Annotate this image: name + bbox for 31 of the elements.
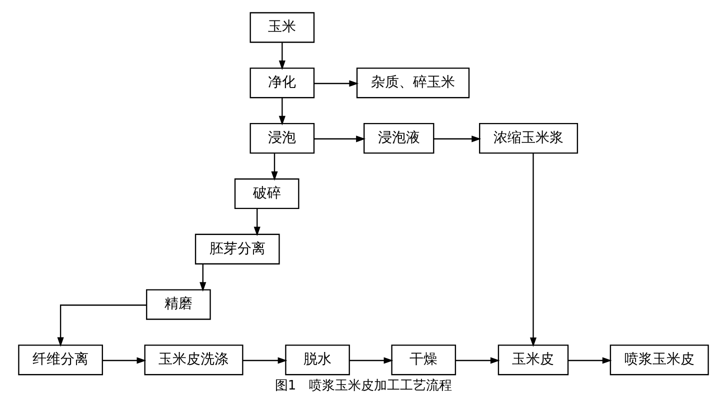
arrow — [314, 136, 366, 142]
arrow — [433, 136, 481, 142]
node-box: 脱水 — [284, 344, 350, 376]
node-box: 胚芽分离 — [194, 234, 280, 264]
arrow — [455, 357, 500, 364]
caption: 图1 喷浆玉米皮加工工艺流程 — [274, 378, 452, 394]
node-box: 玉米 — [249, 12, 314, 43]
arrow — [253, 208, 260, 236]
arrow — [270, 153, 278, 181]
arrow — [278, 98, 285, 126]
arrow — [529, 153, 536, 347]
node-box: 浸泡液 — [363, 122, 434, 154]
node-box: 玉米皮洗涤 — [144, 344, 243, 376]
node-box: 干燥 — [390, 344, 456, 376]
arrow — [278, 42, 285, 70]
arrow — [56, 304, 146, 347]
arrow — [568, 357, 612, 364]
node-box: 杂质、碎玉米 — [356, 68, 470, 98]
node-box: 纤维分离 — [18, 344, 102, 376]
node-box: 浓缩玉米浆 — [478, 122, 578, 154]
arrow — [102, 357, 146, 364]
arrow — [314, 80, 358, 87]
node-box: 精磨 — [146, 289, 210, 320]
node-box: 破碎 — [234, 178, 299, 210]
node-box: 喷浆玉米皮 — [609, 344, 708, 376]
arrow — [348, 357, 393, 364]
node-box: 浸泡 — [249, 122, 314, 154]
arrow — [242, 357, 287, 364]
arrow — [199, 264, 206, 292]
node-box: 玉米皮 — [497, 344, 568, 376]
node-box: 净化 — [249, 68, 314, 98]
